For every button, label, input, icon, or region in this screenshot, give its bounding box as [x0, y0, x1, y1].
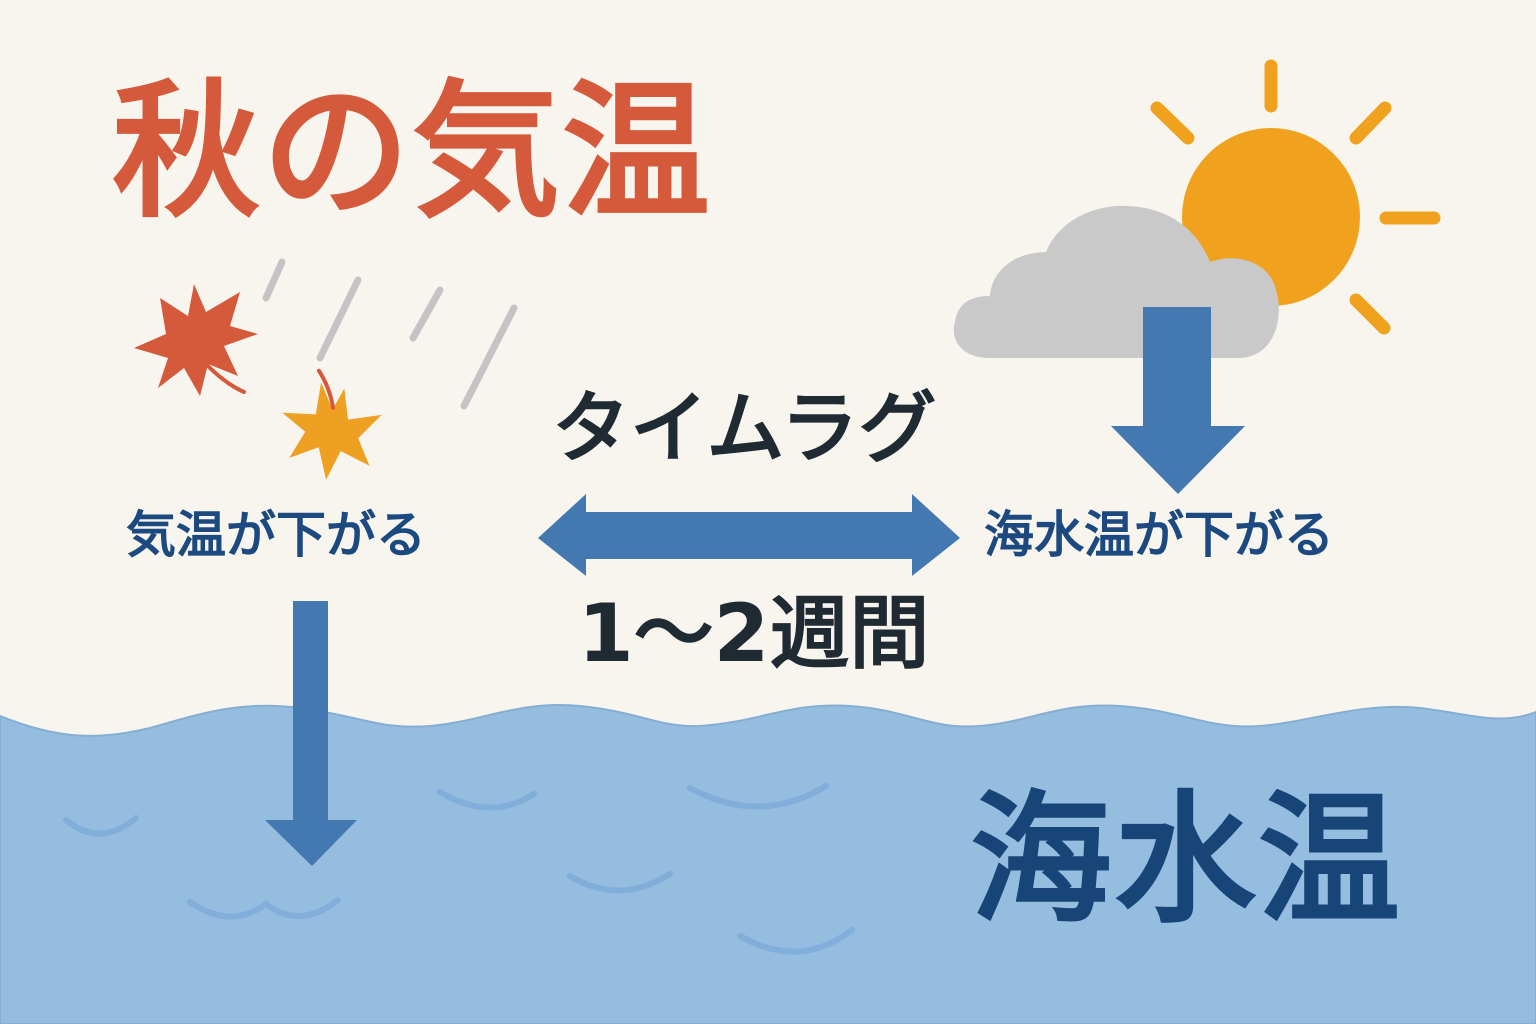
- maple-leaf-icon: [134, 284, 258, 396]
- rain-streaks-icon: [262, 258, 518, 410]
- sea-waves-icon: [0, 704, 1536, 1024]
- duration-label: 1〜2週間: [578, 587, 930, 680]
- sea-temp-drop-label: 海水温が下がる: [984, 506, 1334, 564]
- page-title: 秋の気温: [112, 66, 712, 238]
- time-lag-label: タイムラグ: [552, 384, 937, 474]
- sea-temp-title: 海水温: [970, 778, 1402, 943]
- sea-ripples: [63, 783, 855, 955]
- air-temp-drop-label: 気温が下がる: [126, 506, 426, 564]
- arrow-down-icon: [1111, 307, 1245, 494]
- arrow-down-icon: [265, 601, 357, 866]
- maple-leaf-icon: [282, 368, 382, 480]
- double-arrow-icon: [538, 494, 960, 576]
